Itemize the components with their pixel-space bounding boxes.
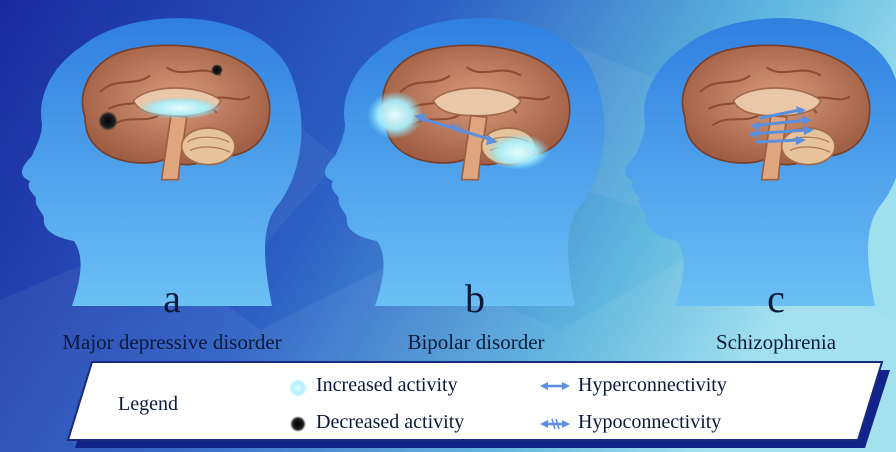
- decreased-activity-marker: [98, 111, 118, 131]
- panel-b-letter: b: [415, 275, 535, 322]
- legend-label-hyper: Hyperconnectivity: [578, 374, 727, 397]
- panel-c-letter: c: [716, 275, 836, 322]
- decreased-activity-marker: [211, 64, 223, 76]
- legend-title: Legend: [118, 393, 178, 416]
- cyan-glow-dot-icon: [289, 379, 307, 397]
- panel-c-title: Schizophrenia: [626, 330, 896, 355]
- black-dot-icon: [290, 416, 306, 432]
- legend-label-decreased: Decreased activity: [316, 411, 464, 434]
- increased-activity-marker: [367, 91, 423, 139]
- increased-activity-marker: [138, 97, 222, 119]
- panel-a-letter: a: [112, 275, 232, 322]
- increased-activity-marker: [486, 134, 550, 170]
- panel-b-title: Bipolar disorder: [326, 330, 626, 355]
- legend-label-hypo: Hypoconnectivity: [578, 411, 721, 434]
- panel-a-title: Major depressive disorder: [22, 330, 322, 355]
- legend-box: [68, 362, 882, 440]
- legend-label-increased: Increased activity: [316, 374, 458, 397]
